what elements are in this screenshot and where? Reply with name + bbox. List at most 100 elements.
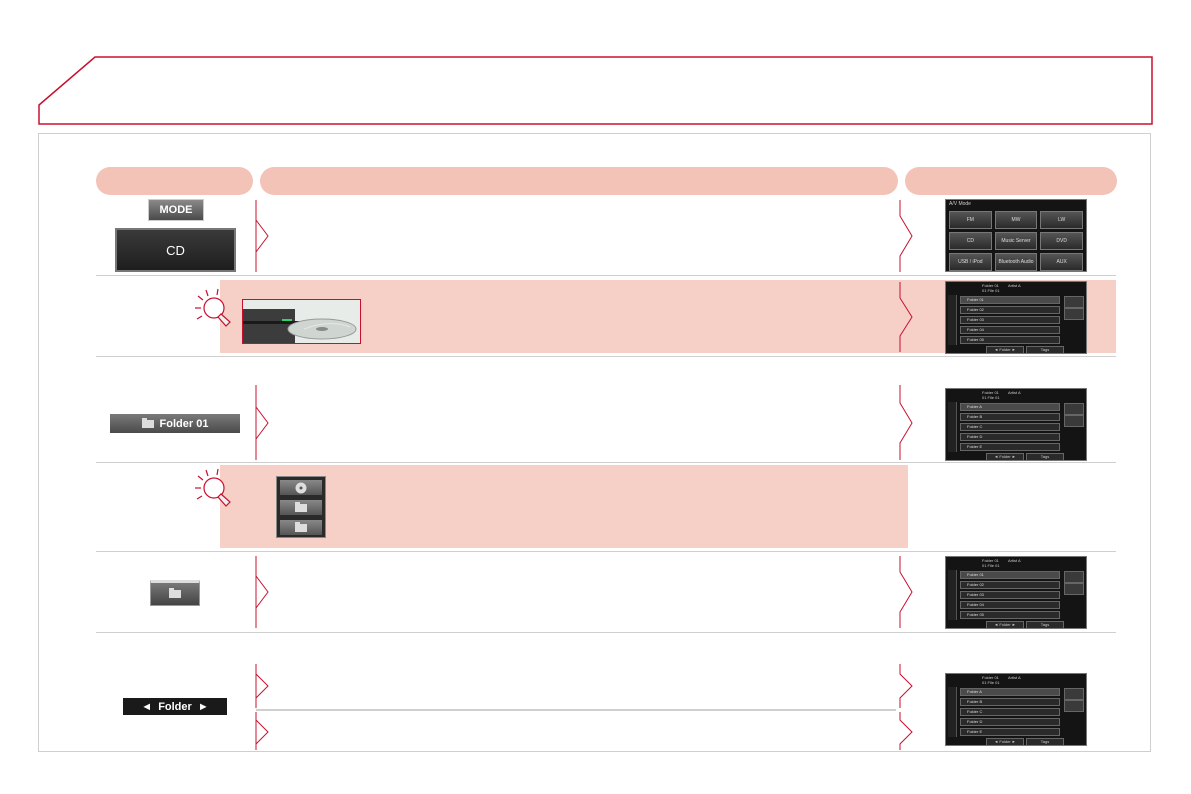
screen-footer-folder[interactable]: ◄ Folder ► xyxy=(986,453,1024,460)
screen-index-bar xyxy=(948,687,957,737)
screen-folder-item[interactable]: Folder 05 xyxy=(960,336,1060,344)
screen-footer-tags[interactable]: Tags xyxy=(1026,621,1064,628)
av-mode-cell[interactable]: Music Server xyxy=(994,232,1038,250)
cd-insertion-photo xyxy=(242,299,361,344)
screen-folder-item[interactable]: Folder 03 xyxy=(960,316,1060,324)
screen-side-button[interactable] xyxy=(1064,688,1084,700)
screen-index-bar xyxy=(948,570,957,620)
row-separator xyxy=(96,356,1116,357)
screen-side-button[interactable] xyxy=(1064,700,1084,712)
row-separator xyxy=(96,632,1116,633)
folder-source-button[interactable] xyxy=(280,520,322,535)
av-mode-title: A/V Mode xyxy=(949,201,971,207)
screen-side-button[interactable] xyxy=(1064,583,1084,595)
tip-panel-source-icons xyxy=(220,465,908,548)
screen-folder-item[interactable]: Folder C xyxy=(960,708,1060,716)
screen-folder-item[interactable]: Folder B xyxy=(960,698,1060,706)
lightbulb-icon xyxy=(195,288,231,327)
screen-index-bar xyxy=(948,295,957,345)
screen-folder-item[interactable]: Folder E xyxy=(960,728,1060,736)
chevron-right-icon xyxy=(899,664,913,708)
av-mode-cell[interactable]: MW xyxy=(994,211,1038,229)
folder-next-arrow[interactable]: ► xyxy=(197,700,209,713)
screen-folder-item[interactable]: Folder A xyxy=(960,403,1060,411)
av-mode-cell[interactable]: USB / iPod xyxy=(949,253,992,271)
screen-side-button[interactable] xyxy=(1064,403,1084,415)
av-mode-cell[interactable]: Bluetooth Audio xyxy=(994,253,1038,271)
source-icon-stack xyxy=(276,476,326,538)
chevron-right-icon xyxy=(255,200,269,272)
sub-row-separator xyxy=(256,709,896,711)
screen-folder-item[interactable]: Folder 02 xyxy=(960,581,1060,589)
folder-01-label: Folder 01 xyxy=(159,417,209,430)
screen-side-button[interactable] xyxy=(1064,571,1084,583)
cd-source-button[interactable] xyxy=(280,480,322,495)
folder-icon xyxy=(295,521,307,532)
folder-icon xyxy=(295,501,307,512)
screen-footer-tags[interactable]: Tags xyxy=(1026,738,1064,745)
chevron-right-icon xyxy=(899,200,913,272)
cd-icon xyxy=(295,482,307,493)
row-separator xyxy=(96,551,1116,552)
av-mode-cell[interactable]: CD xyxy=(949,232,992,250)
av-mode-cell[interactable]: FM xyxy=(949,211,992,229)
folder-icon-button[interactable] xyxy=(150,580,200,606)
screen-header-title: Folder 01 xyxy=(982,558,999,563)
screen-footer-folder[interactable]: ◄ Folder ► xyxy=(986,346,1024,353)
screen-folder-item[interactable]: Folder 03 xyxy=(960,591,1060,599)
chevron-right-icon xyxy=(255,664,269,708)
column-header-result xyxy=(905,167,1117,195)
mode-button[interactable]: MODE xyxy=(148,199,204,221)
row-separator xyxy=(96,275,1116,276)
chevron-right-icon xyxy=(899,385,913,460)
screen-header-title: Folder 01 xyxy=(982,283,999,288)
screen-header-file: 01 File 01 xyxy=(982,563,1000,568)
chevron-right-icon xyxy=(255,556,269,628)
screen-footer-folder[interactable]: ◄ Folder ► xyxy=(986,738,1024,745)
chevron-right-icon xyxy=(899,282,913,352)
av-mode-cell[interactable]: DVD xyxy=(1040,232,1083,250)
screen-index-bar xyxy=(948,402,957,452)
screen-folder-item[interactable]: Folder D xyxy=(960,433,1060,441)
screen-side-button[interactable] xyxy=(1064,415,1084,427)
screen-folder-item[interactable]: Folder 05 xyxy=(960,611,1060,619)
cd-button[interactable]: CD xyxy=(115,228,236,272)
screen-folder-item[interactable]: Folder 04 xyxy=(960,601,1060,609)
header-banner xyxy=(38,56,1153,125)
chevron-right-icon xyxy=(255,385,269,460)
folder-source-button[interactable] xyxy=(280,500,322,515)
screen-folder-item[interactable]: Folder C xyxy=(960,423,1060,431)
folder-icon xyxy=(169,588,181,598)
screen-footer-tags[interactable]: Tags xyxy=(1026,346,1064,353)
content-frame xyxy=(38,133,1151,752)
screen-header-artist: Artist A xyxy=(1008,390,1021,395)
column-header-description xyxy=(260,167,898,195)
screen-folder-item[interactable]: Folder 01 xyxy=(960,571,1060,579)
folder-nav-button[interactable]: ◄ Folder ► xyxy=(123,698,227,715)
screen-folder-item[interactable]: Folder A xyxy=(960,688,1060,696)
screen-folder-item[interactable]: Folder 02 xyxy=(960,306,1060,314)
screen-folder-item[interactable]: Folder E xyxy=(960,443,1060,451)
av-mode-cell[interactable]: AUX xyxy=(1040,253,1083,271)
folder-prev-arrow[interactable]: ◄ xyxy=(141,700,153,713)
screen-footer-folder[interactable]: ◄ Folder ► xyxy=(986,621,1024,628)
screen-folder-item[interactable]: Folder 04 xyxy=(960,326,1060,334)
screen-folder-item[interactable]: Folder 01 xyxy=(960,296,1060,304)
screen-footer-tags[interactable]: Tags xyxy=(1026,453,1064,460)
screen-folder-item[interactable]: Folder B xyxy=(960,413,1060,421)
screen-header-artist: Artist A xyxy=(1008,558,1021,563)
screen-folder-item[interactable]: Folder D xyxy=(960,718,1060,726)
screen-side-button[interactable] xyxy=(1064,308,1084,320)
screen-header-artist: Artist A xyxy=(1008,675,1021,680)
screen-side-button[interactable] xyxy=(1064,296,1084,308)
screen-header-title: Folder 01 xyxy=(982,675,999,680)
folder-01-button[interactable]: Folder 01 xyxy=(110,414,240,433)
av-mode-cell[interactable]: LW xyxy=(1040,211,1083,229)
chevron-right-icon xyxy=(255,712,269,750)
